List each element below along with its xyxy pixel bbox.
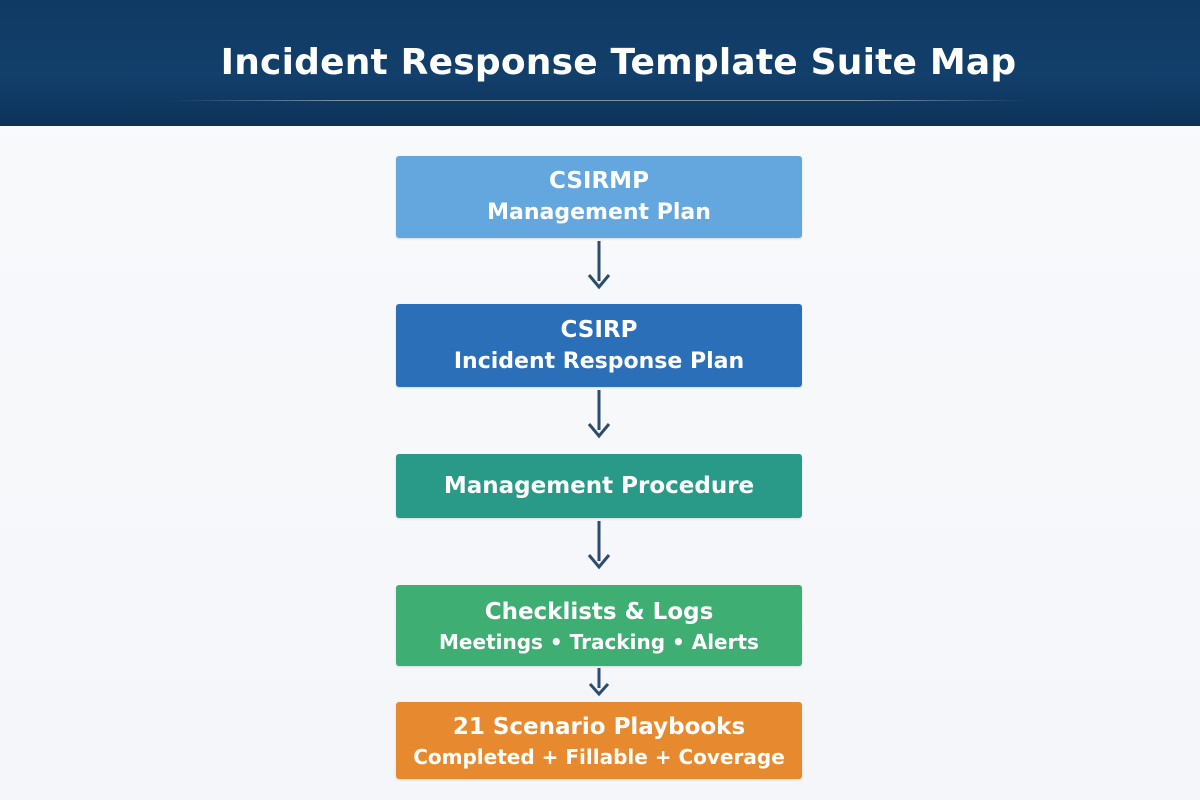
arrow-down-icon — [586, 241, 612, 293]
csirmp-subtitle: Management Plan — [487, 200, 711, 225]
playbooks-title: 21 Scenario Playbooks — [452, 713, 746, 740]
checklists-subtitle: Meetings • Tracking • Alerts — [439, 629, 759, 654]
management-procedure-box: Management Procedure — [396, 454, 802, 518]
header-divider — [170, 100, 1030, 101]
arrow-down-icon — [586, 668, 612, 698]
csirmp-title: CSIRMP — [549, 168, 649, 194]
header-banner: Incident Response Template Suite Map — [0, 0, 1200, 126]
scenario-playbooks-box: 21 Scenario Playbooks Completed + Fillab… — [396, 702, 802, 779]
csirmp-box: CSIRMP Management Plan — [396, 156, 802, 238]
procedure-title: Management Procedure — [443, 473, 755, 499]
csirp-subtitle: Incident Response Plan — [453, 348, 745, 374]
checklists-title: Checklists & Logs — [484, 598, 714, 625]
checklists-logs-box: Checklists & Logs Meetings • Tracking • … — [396, 585, 802, 666]
arrow-down-icon — [586, 521, 612, 573]
playbooks-subtitle: Completed + Fillable + Coverage — [413, 744, 785, 769]
csirp-title: CSIRP — [560, 316, 638, 343]
csirp-box: CSIRP Incident Response Plan — [396, 304, 802, 387]
page-title: Incident Response Template Suite Map — [220, 42, 1017, 83]
arrow-down-icon — [586, 390, 612, 442]
